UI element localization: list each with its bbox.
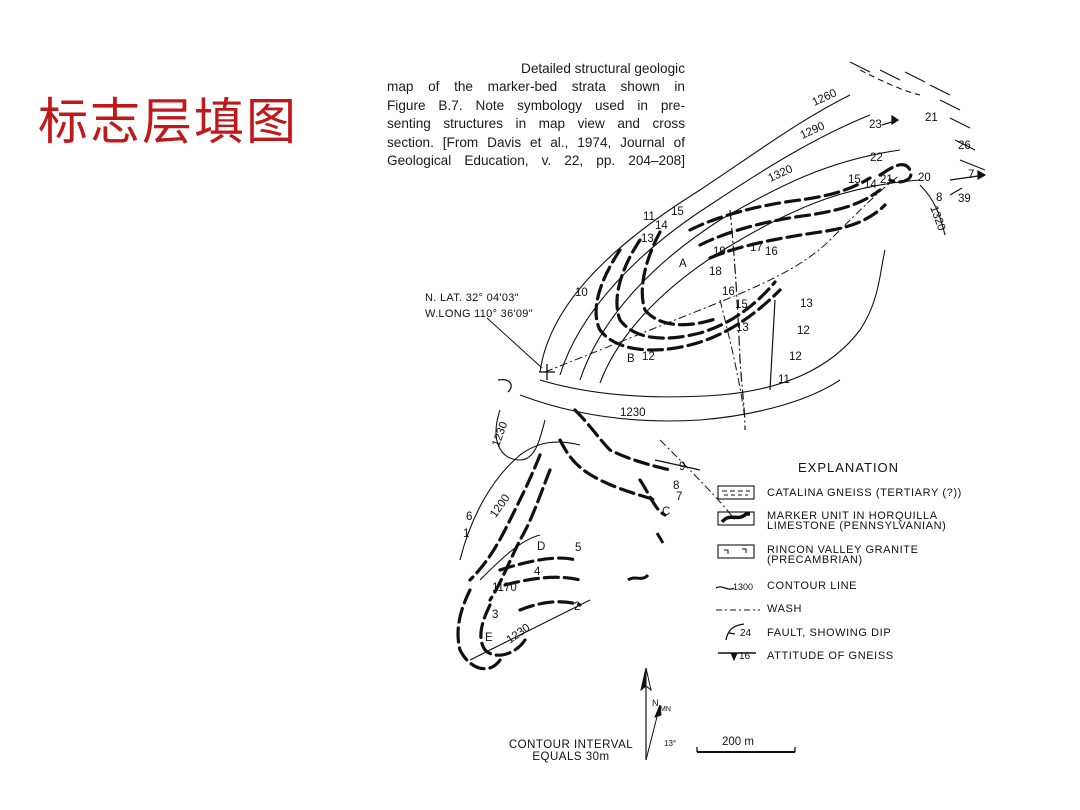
figure-caption: Detailed structural geologic map of the … bbox=[387, 60, 685, 170]
station-label: 1 bbox=[463, 528, 470, 540]
contour-label: 1230 bbox=[620, 407, 646, 419]
contour-interval-label: CONTOUR INTERVAL EQUALS 30m bbox=[496, 739, 646, 763]
station-label: 13 bbox=[800, 298, 813, 310]
caption-line: map of the marker-bed strata shown in bbox=[387, 79, 685, 95]
gneiss-dip-label: 21 bbox=[925, 112, 938, 124]
location-crosshair bbox=[486, 317, 555, 380]
latitude-label: N. LAT. 32° 04'03" bbox=[425, 292, 519, 304]
scale-bar bbox=[696, 747, 796, 753]
north-label: N bbox=[652, 698, 659, 708]
contour-label: 1170 bbox=[492, 582, 517, 594]
station-label: 14 bbox=[655, 220, 668, 232]
station-label: 11 bbox=[778, 374, 790, 386]
slide-title: 标志层填图 bbox=[38, 93, 298, 151]
declination-label: 13° bbox=[664, 739, 677, 748]
letter-label: A bbox=[679, 258, 687, 270]
station-label: 12 bbox=[642, 351, 655, 363]
gneiss-dip-label: 8 bbox=[936, 192, 943, 204]
wash-lines bbox=[544, 174, 901, 521]
station-label: 21 bbox=[880, 174, 893, 186]
station-label: 6 bbox=[466, 511, 473, 523]
station-label: 5 bbox=[575, 542, 582, 554]
station-label: 17 bbox=[750, 242, 763, 254]
letter-label: B bbox=[627, 353, 635, 365]
caption-line: section. [From Davis et al., 1974, Journ… bbox=[387, 134, 685, 150]
station-label: 19 bbox=[713, 246, 726, 258]
letter-label: E bbox=[485, 632, 493, 644]
station-label: 15 bbox=[671, 206, 684, 218]
station-label: 8 bbox=[673, 480, 680, 492]
station-label: 22 bbox=[870, 152, 883, 164]
legend-item: WASH bbox=[767, 603, 802, 615]
legend-item: CONTOUR LINE bbox=[767, 580, 858, 592]
station-label: 3 bbox=[492, 609, 499, 621]
station-label: 10 bbox=[575, 287, 588, 299]
legend-item: FAULT, SHOWING DIP bbox=[767, 627, 892, 639]
station-label: 12 bbox=[797, 325, 810, 337]
gneiss-dip-label: 23 bbox=[869, 119, 882, 131]
caption-line: Geological Education, v. 22, pp. 204–208… bbox=[387, 153, 685, 169]
legend-item: (PRECAMBRIAN) bbox=[767, 554, 863, 566]
station-label: 16 bbox=[722, 286, 735, 298]
station-label: 12 bbox=[789, 351, 802, 363]
legend-item: CATALINA GNEISS (TERTIARY (?)) bbox=[767, 487, 962, 499]
station-label: 15 bbox=[848, 174, 861, 186]
caption-line: Detailed structural geologic bbox=[521, 61, 685, 76]
legend-sample: 24 bbox=[740, 628, 752, 639]
scale-label: 200 m bbox=[722, 736, 754, 748]
station-label: 2 bbox=[574, 601, 581, 613]
legend-sample: 16 bbox=[739, 651, 751, 662]
gneiss-dip-label: 20 bbox=[918, 172, 931, 184]
station-label: 14 bbox=[864, 179, 877, 191]
letter-label: C bbox=[662, 506, 671, 518]
north-arrow bbox=[640, 667, 662, 761]
station-label: 9 bbox=[679, 461, 686, 473]
gneiss-dip-label: 26 bbox=[958, 140, 971, 152]
contour-interval-line: CONTOUR INTERVAL bbox=[508, 739, 634, 751]
contour-interval-line: EQUALS 30m bbox=[532, 751, 610, 763]
gneiss-dip-label: 7 bbox=[968, 169, 975, 181]
legend-symbols bbox=[715, 485, 760, 662]
station-label: 4 bbox=[534, 566, 541, 578]
legend-item: MARKER UNIT IN HORQUILLA bbox=[767, 510, 938, 522]
gneiss-attitude-symbols bbox=[881, 114, 987, 196]
longitude-label: W.LONG 110° 36'09" bbox=[425, 308, 533, 320]
magnetic-north-label: MN bbox=[660, 706, 671, 713]
letter-label: D bbox=[537, 541, 546, 553]
station-label: 18 bbox=[709, 266, 722, 278]
station-label: 15 bbox=[735, 299, 748, 311]
legend-item: ATTITUDE OF GNEISS bbox=[767, 650, 894, 662]
contour-closure bbox=[497, 379, 512, 393]
station-label: 13 bbox=[736, 322, 749, 334]
station-label: 11 bbox=[643, 211, 655, 223]
station-label: 7 bbox=[676, 491, 683, 503]
caption-line: senting structures in map view and cross bbox=[387, 116, 685, 132]
isolated-outcrops bbox=[627, 532, 665, 582]
fault-lines bbox=[654, 209, 776, 471]
legend-item: RINCON VALLEY GRANITE bbox=[767, 544, 919, 556]
gneiss-dip-label: 39 bbox=[958, 193, 971, 205]
station-label: 16 bbox=[765, 246, 778, 258]
legend-item: LIMESTONE (PENNSYLVANIAN) bbox=[767, 520, 947, 532]
caption-line: Figure B.7. Note symbology used in pre- bbox=[387, 97, 685, 113]
station-label: 13 bbox=[641, 233, 654, 245]
legend-sample: 1300 bbox=[733, 582, 754, 592]
marker-beds bbox=[456, 162, 913, 671]
legend-title: EXPLANATION bbox=[798, 460, 900, 475]
